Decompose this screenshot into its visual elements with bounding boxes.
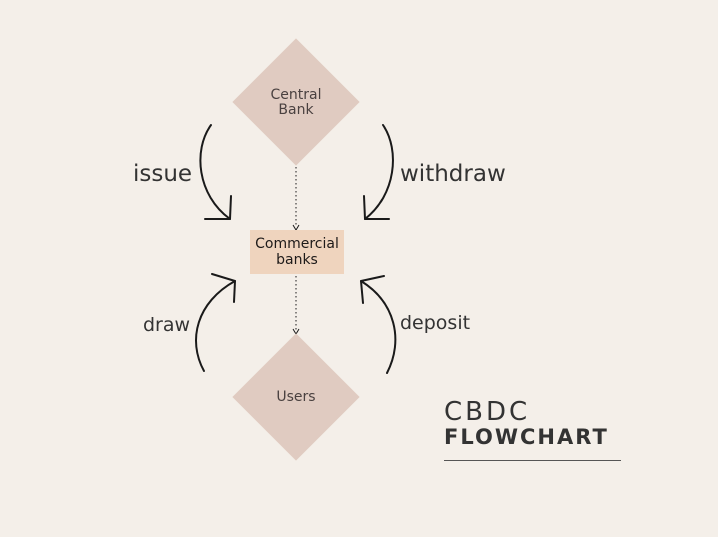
- deposit-label: deposit: [400, 312, 471, 334]
- deposit-arrow: [360, 280, 397, 374]
- draw-label: draw: [143, 314, 191, 336]
- draw-arrow: [195, 280, 236, 372]
- users-label: Users: [276, 389, 316, 405]
- withdraw-arrowhead: [363, 195, 390, 220]
- issue-label: issue: [133, 161, 193, 187]
- title-cbdc: CBDC: [444, 397, 531, 427]
- title-underline: [444, 460, 621, 461]
- central-bank-label: Central Bank: [270, 87, 322, 118]
- commercial-banks-label: Commercial banks: [255, 236, 339, 268]
- deposit-arrowhead: [360, 275, 385, 304]
- issue-arrowhead: [204, 195, 232, 220]
- commercial-banks-node: Commercial banks: [250, 230, 344, 274]
- withdraw-arrow: [364, 124, 394, 220]
- withdraw-label: withdraw: [400, 161, 506, 187]
- title-flowchart: FLOWCHART: [444, 425, 609, 449]
- draw-arrowhead: [211, 273, 236, 303]
- issue-arrow: [199, 124, 231, 220]
